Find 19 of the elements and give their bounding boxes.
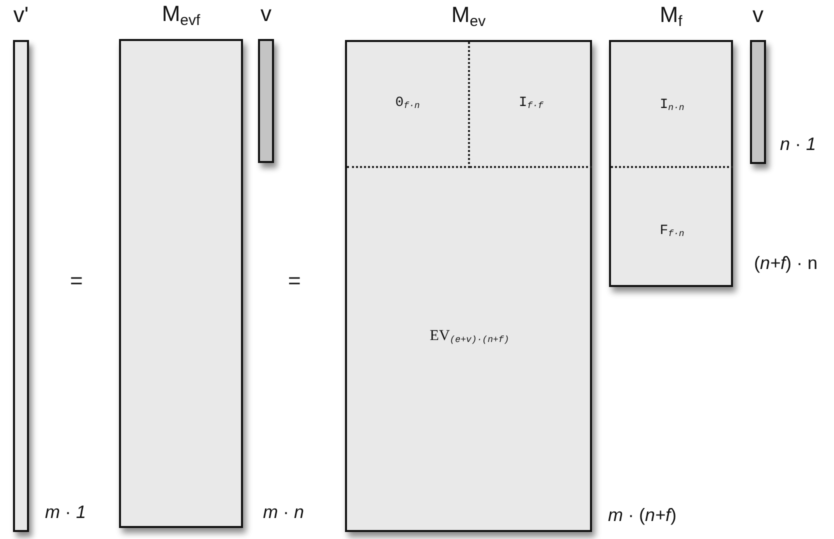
submatrix-label: I$_{n·n}$ <box>660 96 684 116</box>
matrix-name: v' <box>13 4 29 26</box>
dimension-label: (n+f) · n <box>754 254 818 272</box>
dimension-label: n · 1 <box>780 135 816 153</box>
equals-sign: = <box>70 270 83 292</box>
submatrix-label: F$_{f·n}$ <box>660 222 684 242</box>
matrix-name: M$_{f}$ <box>660 4 682 26</box>
matrix-name: v <box>752 4 764 26</box>
submatrix-label: I$_{f·f}$ <box>518 94 544 114</box>
matrix-name: M$_{evf}$ <box>162 3 200 25</box>
dimension-label: m · (n+f) <box>608 506 677 524</box>
matrix-name: v <box>260 3 272 25</box>
matrix-name: M$_{ev}$ <box>451 4 486 26</box>
dimension-label: m · n <box>263 503 304 521</box>
equals-sign: = <box>288 270 301 292</box>
submatrix-label: 0$_{f·n}$ <box>395 94 420 114</box>
submatrix-region <box>347 42 470 168</box>
dimension-label: m · 1 <box>45 503 86 521</box>
submatrix-label: EV$_{(e+v)·(n+f)}$ <box>430 327 510 348</box>
